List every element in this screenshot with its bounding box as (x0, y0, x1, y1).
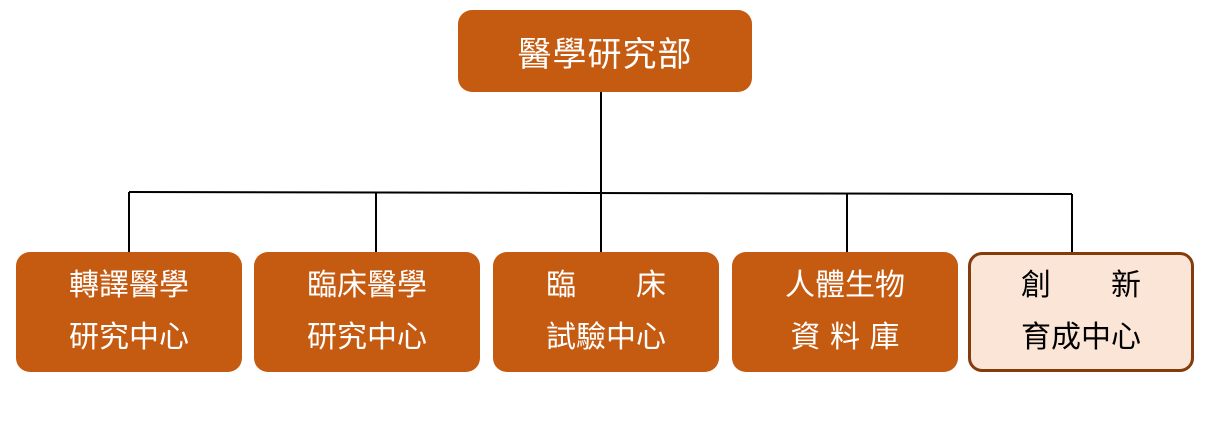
child-node-5-line1: 創 新 (1021, 268, 1141, 303)
child-node-2-line1: 臨床醫學 (307, 268, 427, 303)
child-node-2: 臨床醫學 研究中心 (254, 252, 480, 372)
child-node-4: 人體生物 資 料 庫 (732, 252, 958, 372)
root-node-box: 醫學研究部 (458, 10, 752, 92)
child-node-2-line2: 研究中心 (307, 320, 427, 355)
child-node-5: 創 新 育成中心 (968, 252, 1194, 372)
horizontal-bus-line (128, 191, 1073, 195)
child-node-3-line1: 臨 床 (546, 268, 666, 303)
child-node-3: 臨 床 試驗中心 (493, 252, 719, 372)
child-node-4-line1: 人體生物 (785, 268, 905, 303)
child-node-1-line1: 轉譯醫學 (69, 268, 189, 303)
child-node-4-line2: 資 料 庫 (790, 320, 900, 355)
child-node-5-line2: 育成中心 (1021, 320, 1141, 355)
child-node-3-line2: 試驗中心 (546, 320, 666, 355)
child-node-1-line2: 研究中心 (69, 320, 189, 355)
child-node-1: 轉譯醫學 研究中心 (16, 252, 242, 372)
root-node-label: 醫學研究部 (517, 34, 693, 75)
